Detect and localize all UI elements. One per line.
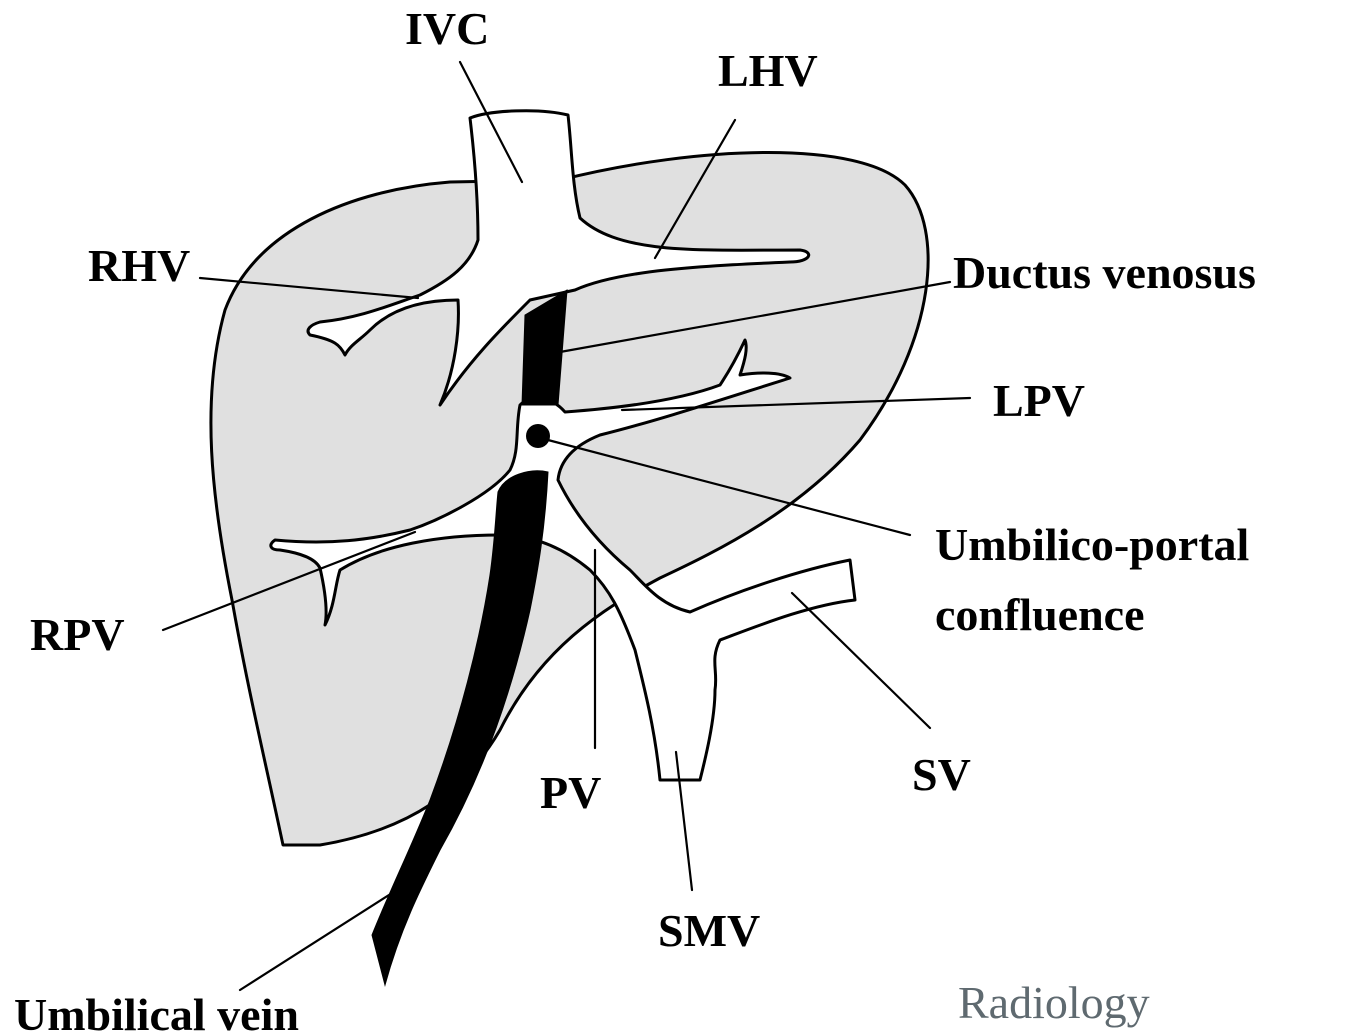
confluence-dot bbox=[526, 424, 550, 448]
label-sv: SV bbox=[912, 749, 971, 800]
label-lpv: LPV bbox=[993, 375, 1085, 426]
label-pv: PV bbox=[540, 767, 601, 818]
label-confluence: confluence bbox=[935, 589, 1145, 640]
label-ivc: IVC bbox=[405, 3, 489, 54]
radiology-watermark: Radiology bbox=[958, 977, 1150, 1028]
label-umbilico-portal: Umbilico-portal bbox=[935, 519, 1249, 570]
label-ductus-venosus: Ductus venosus bbox=[953, 247, 1256, 298]
label-rpv: RPV bbox=[30, 609, 125, 660]
label-smv: SMV bbox=[658, 905, 760, 956]
label-umbilical-vein: Umbilical vein bbox=[14, 989, 299, 1035]
label-rhv: RHV bbox=[88, 240, 190, 291]
leader-sv bbox=[792, 593, 930, 728]
label-lhv: LHV bbox=[718, 45, 818, 96]
